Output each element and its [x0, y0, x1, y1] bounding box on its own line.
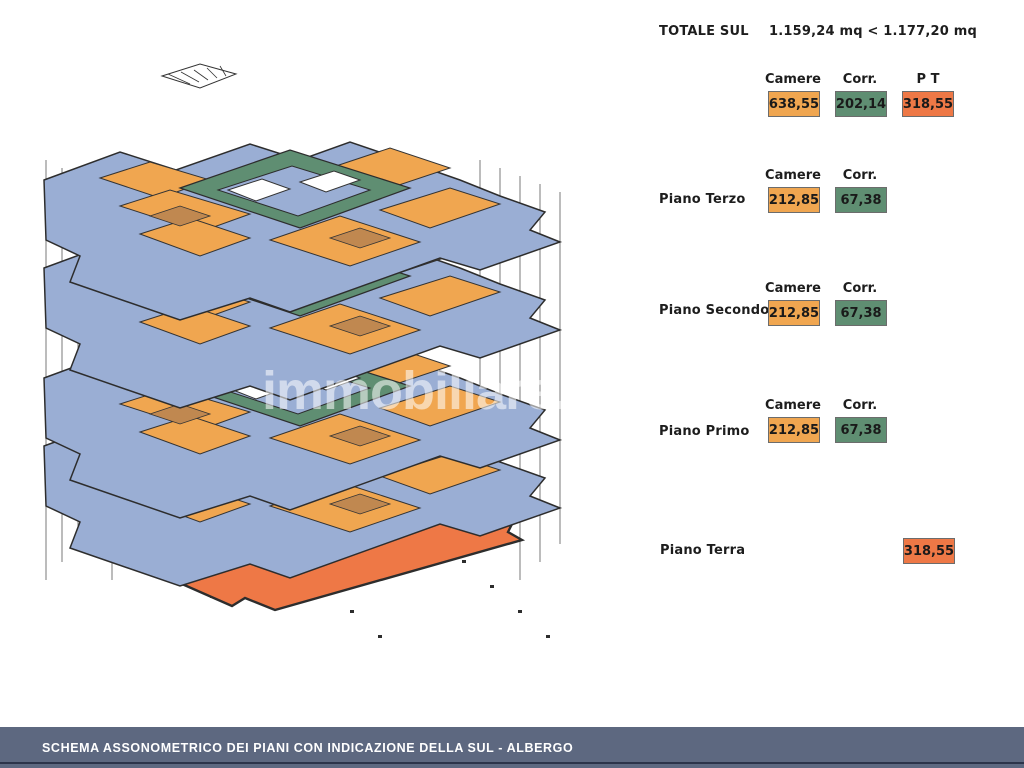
summary-camere-value: 638,55	[768, 91, 820, 117]
floor-secondo-rooms-e	[378, 385, 502, 427]
roof-grid-line	[219, 65, 227, 77]
floor-secondo-room-partition	[148, 403, 212, 425]
axonometric-diagram	[43, 63, 563, 638]
secondo-header-corr: Corr.	[842, 281, 878, 296]
terzo-header-camere: Camere	[765, 168, 821, 183]
summary-pt-value: 318,55	[902, 91, 954, 117]
primo-camere-value: 212,85	[768, 417, 820, 443]
terzo-header-corr: Corr.	[842, 168, 878, 183]
roof-grid-line	[206, 67, 218, 79]
roof-grid-line	[180, 71, 200, 83]
summary-corr-value: 202,14	[835, 91, 887, 117]
summary-header-corr: Corr.	[842, 72, 878, 87]
column-footing	[462, 560, 466, 563]
column-footing	[378, 635, 382, 638]
primo-header-camere: Camere	[765, 398, 821, 413]
total-value: 1.159,24 mq < 1.177,20 mq	[769, 24, 977, 39]
footer-caption: SCHEMA ASSONOMETRICO DEI PIANI CON INDIC…	[42, 741, 574, 755]
terra-label: Piano Terra	[660, 543, 746, 558]
terra-pt-value: 318,55	[903, 538, 955, 564]
summary-header-camere: Camere	[765, 72, 821, 87]
terzo-corr-value: 67,38	[835, 187, 887, 213]
terzo-camere-value: 212,85	[768, 187, 820, 213]
roof-grid-line	[167, 73, 191, 85]
footer-bar: SCHEMA ASSONOMETRICO DEI PIANI CON INDIC…	[0, 727, 1024, 768]
watermark: immobiliare.it	[262, 361, 600, 421]
secondo-label: Piano Secondo	[659, 303, 770, 318]
secondo-header-camere: Camere	[765, 281, 821, 296]
total-label: TOTALE SUL	[659, 24, 749, 39]
floor-top	[43, 141, 563, 321]
floor-terzo-room-partition	[328, 315, 392, 337]
column-footing	[490, 585, 494, 588]
secondo-camere-value: 212,85	[768, 300, 820, 326]
floor-secondo-room-partition	[328, 425, 392, 447]
floor-terzo-rooms-e	[378, 275, 502, 317]
floor-top-lift	[298, 170, 362, 193]
floor-primo-room-partition	[328, 493, 392, 515]
footer-divider	[0, 762, 1024, 764]
column-footing	[546, 635, 550, 638]
floor-top-rooms-e	[378, 187, 502, 229]
floor-top-room-partition	[148, 205, 212, 227]
primo-label: Piano Primo	[659, 424, 750, 439]
roof-grid-line	[193, 69, 209, 81]
column-footing	[350, 610, 354, 613]
summary-header-pt: P T	[916, 72, 940, 87]
terzo-label: Piano Terzo	[659, 192, 746, 207]
secondo-corr-value: 67,38	[835, 300, 887, 326]
floor-top-room-partition	[328, 227, 392, 249]
column-footing	[518, 610, 522, 613]
roof-structure	[160, 63, 238, 89]
floor-top-stair	[226, 178, 292, 202]
primo-corr-value: 67,38	[835, 417, 887, 443]
primo-header-corr: Corr.	[842, 398, 878, 413]
